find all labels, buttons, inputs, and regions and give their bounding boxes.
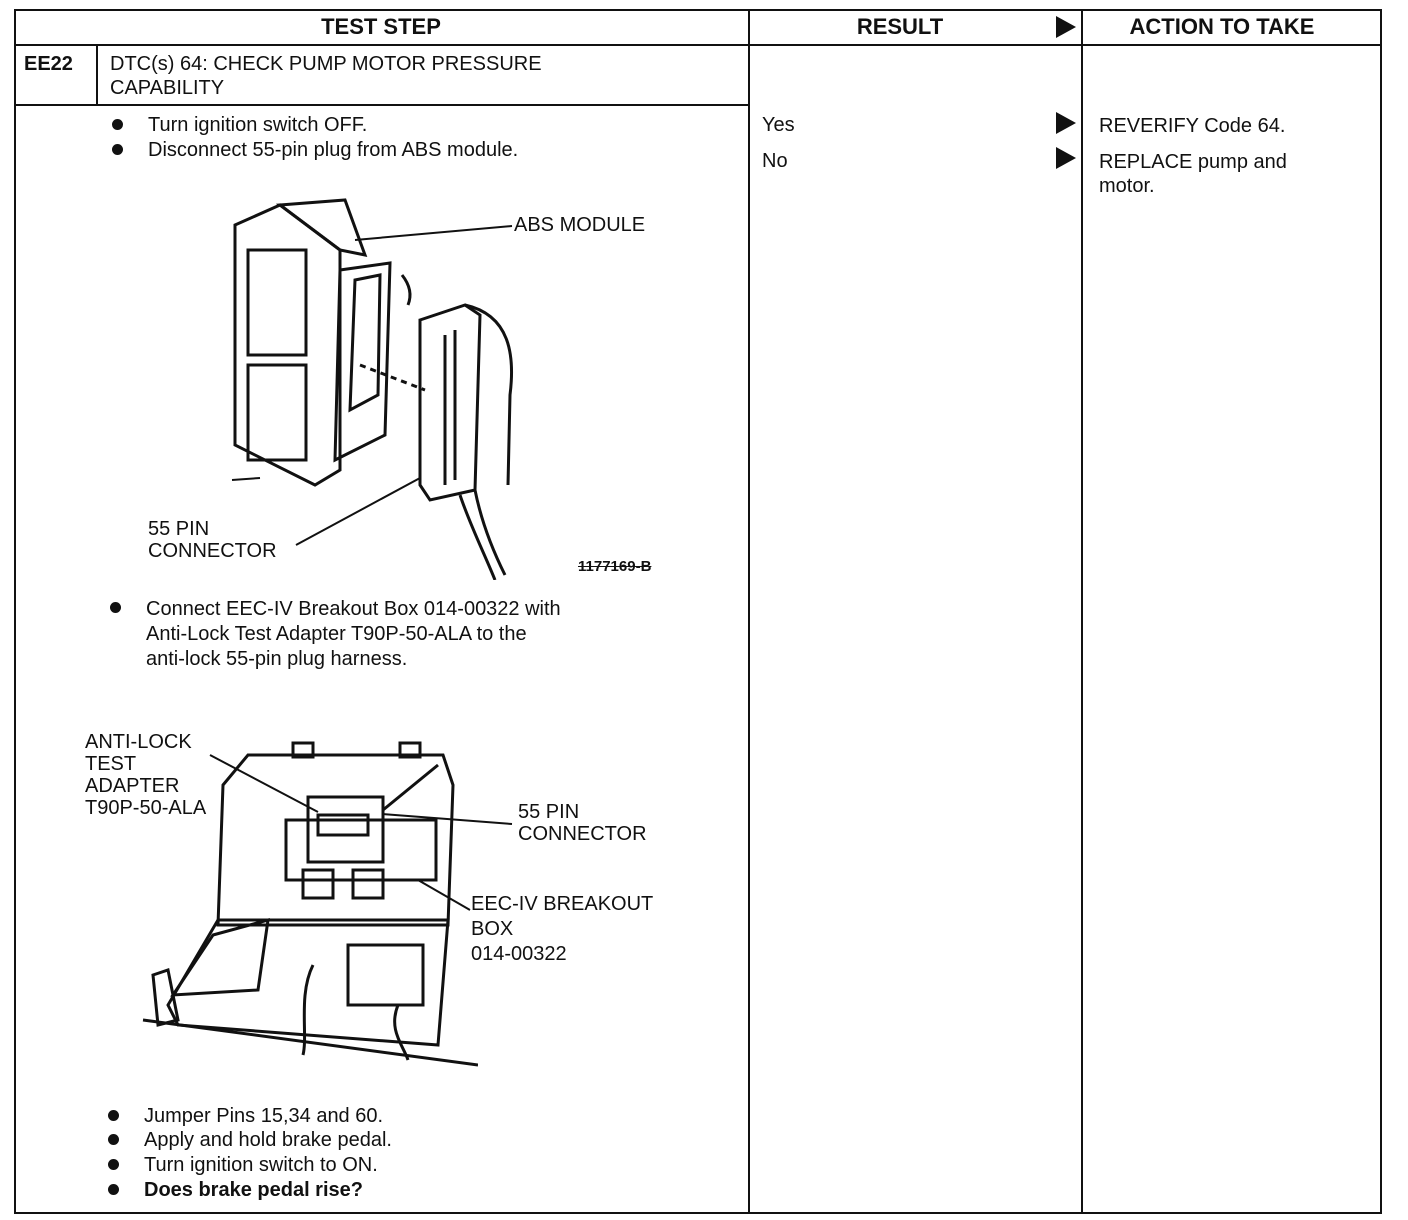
result-no: No bbox=[762, 150, 788, 172]
column-divider-result bbox=[748, 9, 750, 1214]
header-rule bbox=[14, 44, 1382, 46]
step-title-line1: DTC(s) 64: CHECK PUMP MOTOR PRESSURE bbox=[110, 53, 542, 75]
breakout-box-illustration bbox=[142, 741, 478, 1067]
label-breakout-line1: EEC-IV BREAKOUT bbox=[471, 893, 654, 915]
result-yes: Yes bbox=[762, 114, 795, 136]
header-result: RESULT bbox=[856, 14, 944, 39]
label-abs-module: ABS MODULE bbox=[514, 214, 646, 236]
label-breakout-line3: 014-00322 bbox=[471, 943, 567, 965]
bullet-icon bbox=[108, 1110, 119, 1121]
result-arrow-icon bbox=[1056, 112, 1076, 134]
instruction-b-line2: Anti-Lock Test Adapter T90P-50-ALA to th… bbox=[146, 623, 527, 645]
action-no-line1: REPLACE pump and bbox=[1099, 151, 1287, 173]
label-connector-line2: CONNECTOR bbox=[148, 540, 277, 562]
instruction-item: Turn ignition switch to ON. bbox=[144, 1154, 378, 1176]
label-connector-line1: 55 PIN bbox=[148, 518, 210, 540]
action-yes: REVERIFY Code 64. bbox=[1099, 115, 1286, 137]
result-arrow-icon bbox=[1056, 147, 1076, 169]
bullet-icon bbox=[108, 1184, 119, 1195]
instruction-item: Disconnect 55-pin plug from ABS module. bbox=[148, 139, 519, 161]
step-title-line2: CAPABILITY bbox=[110, 77, 225, 99]
step-id: EE22 bbox=[24, 53, 73, 75]
bullet-icon bbox=[112, 119, 123, 130]
header-arrow-icon bbox=[1056, 16, 1076, 38]
label-breakout-line2: BOX bbox=[471, 918, 514, 940]
label-adapter-line2: TEST bbox=[85, 753, 137, 775]
bullet-icon bbox=[108, 1159, 119, 1170]
instruction-question: Does brake pedal rise? bbox=[144, 1179, 363, 1201]
header-test-step: TEST STEP bbox=[321, 14, 441, 39]
label-adapter-line3: ADAPTER bbox=[85, 775, 180, 797]
action-no-line2: motor. bbox=[1099, 175, 1155, 197]
bullet-icon bbox=[110, 602, 121, 613]
step-title-rule bbox=[14, 104, 750, 106]
abs-module-illustration bbox=[233, 198, 514, 580]
header-action-to-take: ACTION TO TAKE bbox=[1129, 14, 1315, 39]
bullet-icon bbox=[112, 144, 123, 155]
label-55pin-line2: CONNECTOR bbox=[518, 823, 647, 845]
step-id-divider bbox=[96, 44, 98, 106]
instruction-b-line1: Connect EEC-IV Breakout Box 014-00322 wi… bbox=[146, 598, 561, 620]
procedure-table bbox=[14, 9, 1382, 1214]
label-55pin-line1: 55 PIN bbox=[518, 801, 580, 823]
instruction-item: Apply and hold brake pedal. bbox=[144, 1129, 392, 1151]
label-adapter-line1: ANTI-LOCK bbox=[85, 731, 192, 753]
instruction-item: Turn ignition switch OFF. bbox=[148, 114, 368, 136]
label-adapter-line4: T90P-50-ALA bbox=[85, 797, 207, 819]
figure-number: 1177169-B bbox=[578, 558, 652, 575]
column-divider-action bbox=[1081, 9, 1083, 1214]
instruction-item: Jumper Pins 15,34 and 60. bbox=[144, 1105, 384, 1127]
instruction-b-line3: anti-lock 55-pin plug harness. bbox=[146, 648, 408, 670]
bullet-icon bbox=[108, 1134, 119, 1145]
